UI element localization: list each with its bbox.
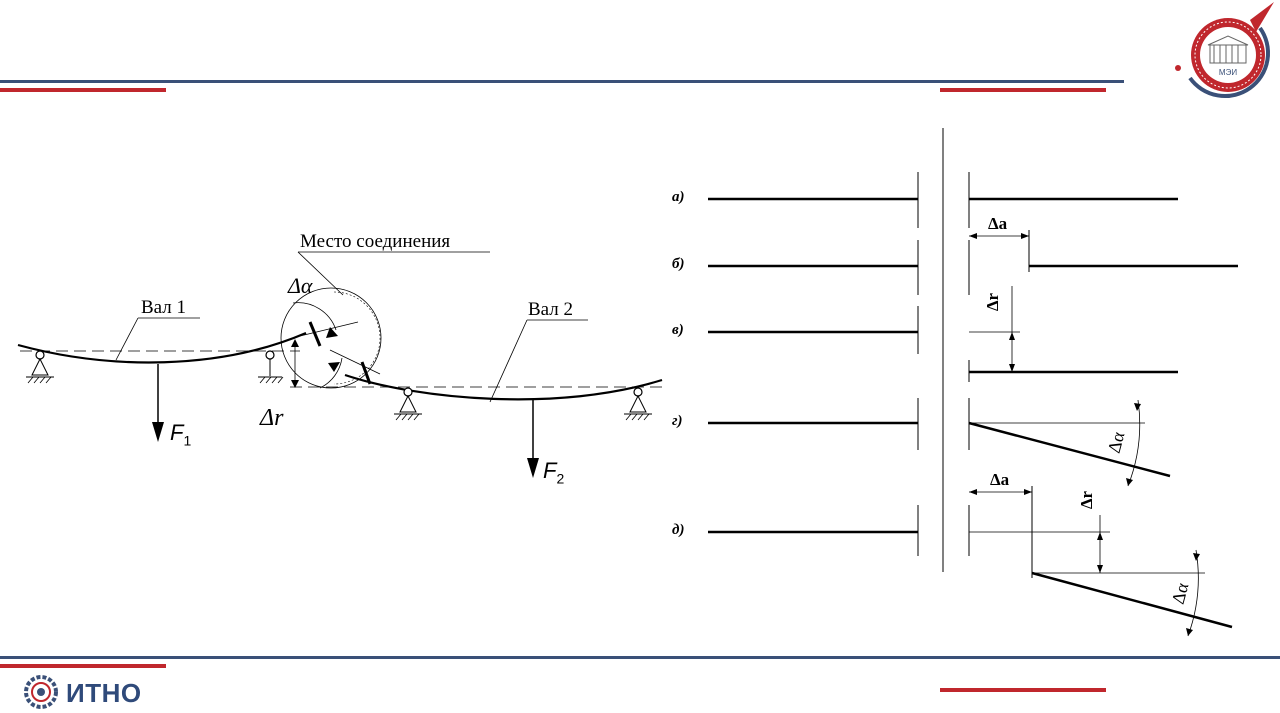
delta-r-label: Δr: [260, 405, 284, 431]
header-accent-left: [0, 88, 166, 92]
case-d-delta-r: Δr: [1077, 490, 1097, 510]
case-v-label: в): [672, 322, 684, 338]
header-divider-line: [0, 80, 1124, 83]
footer-brand: ИТНО: [66, 678, 142, 708]
force2-symbol: F: [543, 458, 557, 483]
force1-label: F1: [170, 420, 191, 448]
force2-subscript: 2: [556, 470, 565, 487]
itno-gear-icon: [24, 675, 58, 709]
shaft1-label: Вал 1: [141, 297, 187, 318]
header-accent-right: [940, 88, 1106, 92]
force1-subscript: 1: [183, 432, 192, 449]
mei-logo: МЭИ: [1175, 2, 1274, 98]
force2-label: F2: [543, 458, 564, 486]
joint-location-label: Место соединения: [300, 231, 451, 252]
mei-logo-text: МЭИ: [1219, 68, 1237, 77]
case-b-label: б): [672, 256, 685, 272]
case-a-label: а): [672, 189, 685, 205]
case-d-label: д): [672, 522, 685, 538]
delta-alpha-label: Δα: [288, 273, 313, 298]
shaft2-label: Вал 2: [528, 299, 574, 320]
footer-accent-left: [0, 664, 166, 668]
case-d-delta-a: Δa: [990, 470, 1010, 489]
case-b-delta-a: Δa: [988, 214, 1008, 233]
force1-symbol: F: [170, 420, 184, 445]
case-g-label: г): [672, 413, 683, 429]
footer-accent-right: [940, 688, 1106, 692]
case-v-delta-r: Δr: [983, 292, 1003, 312]
footer-divider-line: [0, 656, 1280, 659]
